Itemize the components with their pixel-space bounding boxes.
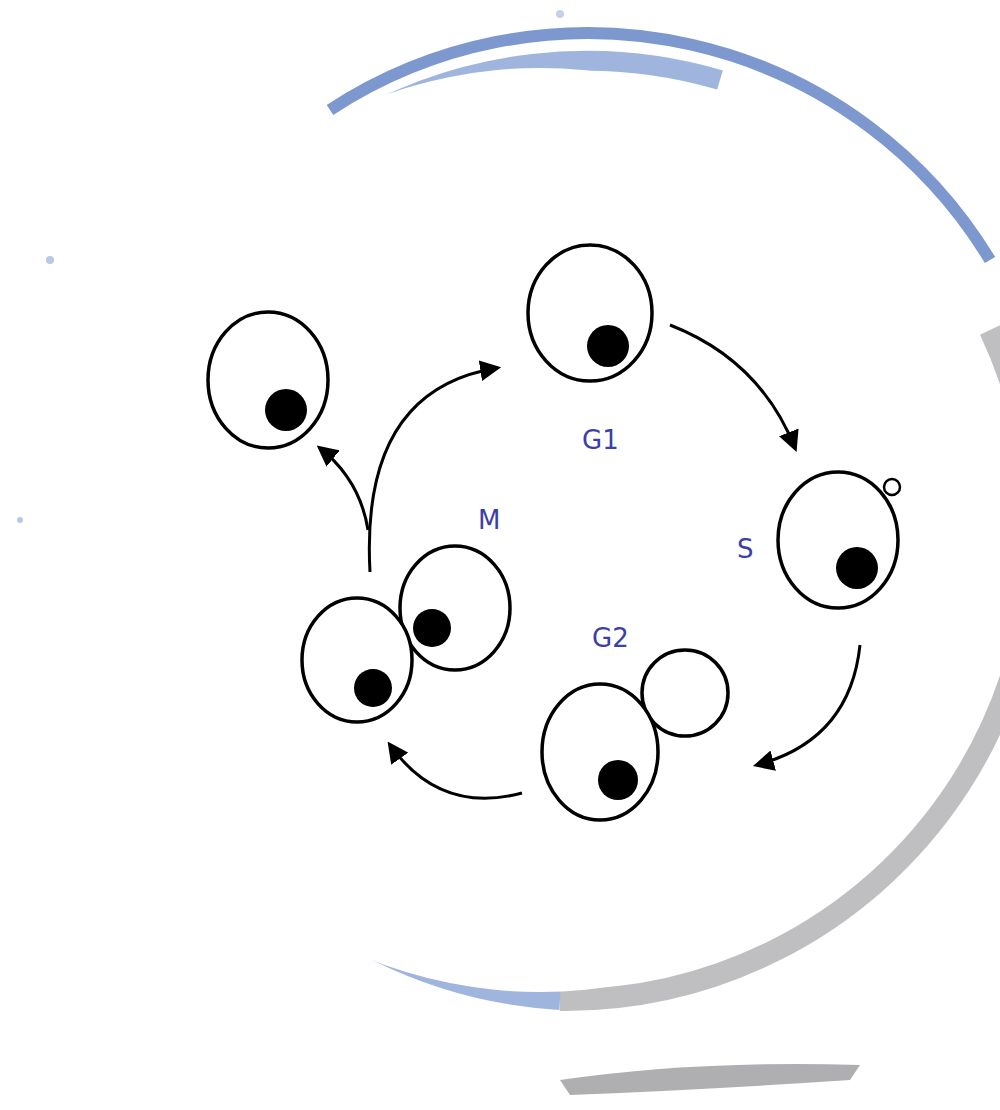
splatter	[556, 10, 564, 18]
cycle-arrow	[757, 645, 860, 765]
splatter	[17, 517, 23, 523]
cell	[302, 598, 412, 722]
phase-label: S	[737, 536, 754, 562]
nucleus	[598, 760, 638, 800]
cell	[208, 312, 328, 448]
phase-label: G2	[592, 625, 629, 651]
cell	[778, 472, 898, 608]
cycle-arrow	[320, 448, 368, 530]
nucleus	[836, 547, 878, 589]
splatter	[46, 256, 54, 264]
nucleus	[265, 389, 307, 431]
phase-label: M	[478, 507, 500, 533]
cell	[400, 546, 510, 670]
cycle-arrow	[369, 368, 497, 572]
nucleus	[587, 325, 629, 367]
cycle-arrow	[670, 325, 795, 448]
inner-disc	[78, 68, 1000, 992]
small-bud	[884, 479, 900, 495]
cell	[528, 245, 652, 381]
cycle-arrow	[390, 745, 522, 798]
cell	[542, 684, 658, 820]
small-cell	[642, 650, 728, 736]
nucleus	[354, 669, 392, 707]
nucleus	[413, 609, 451, 647]
shadow-splash	[560, 1064, 860, 1095]
phase-label: G1	[582, 427, 619, 453]
